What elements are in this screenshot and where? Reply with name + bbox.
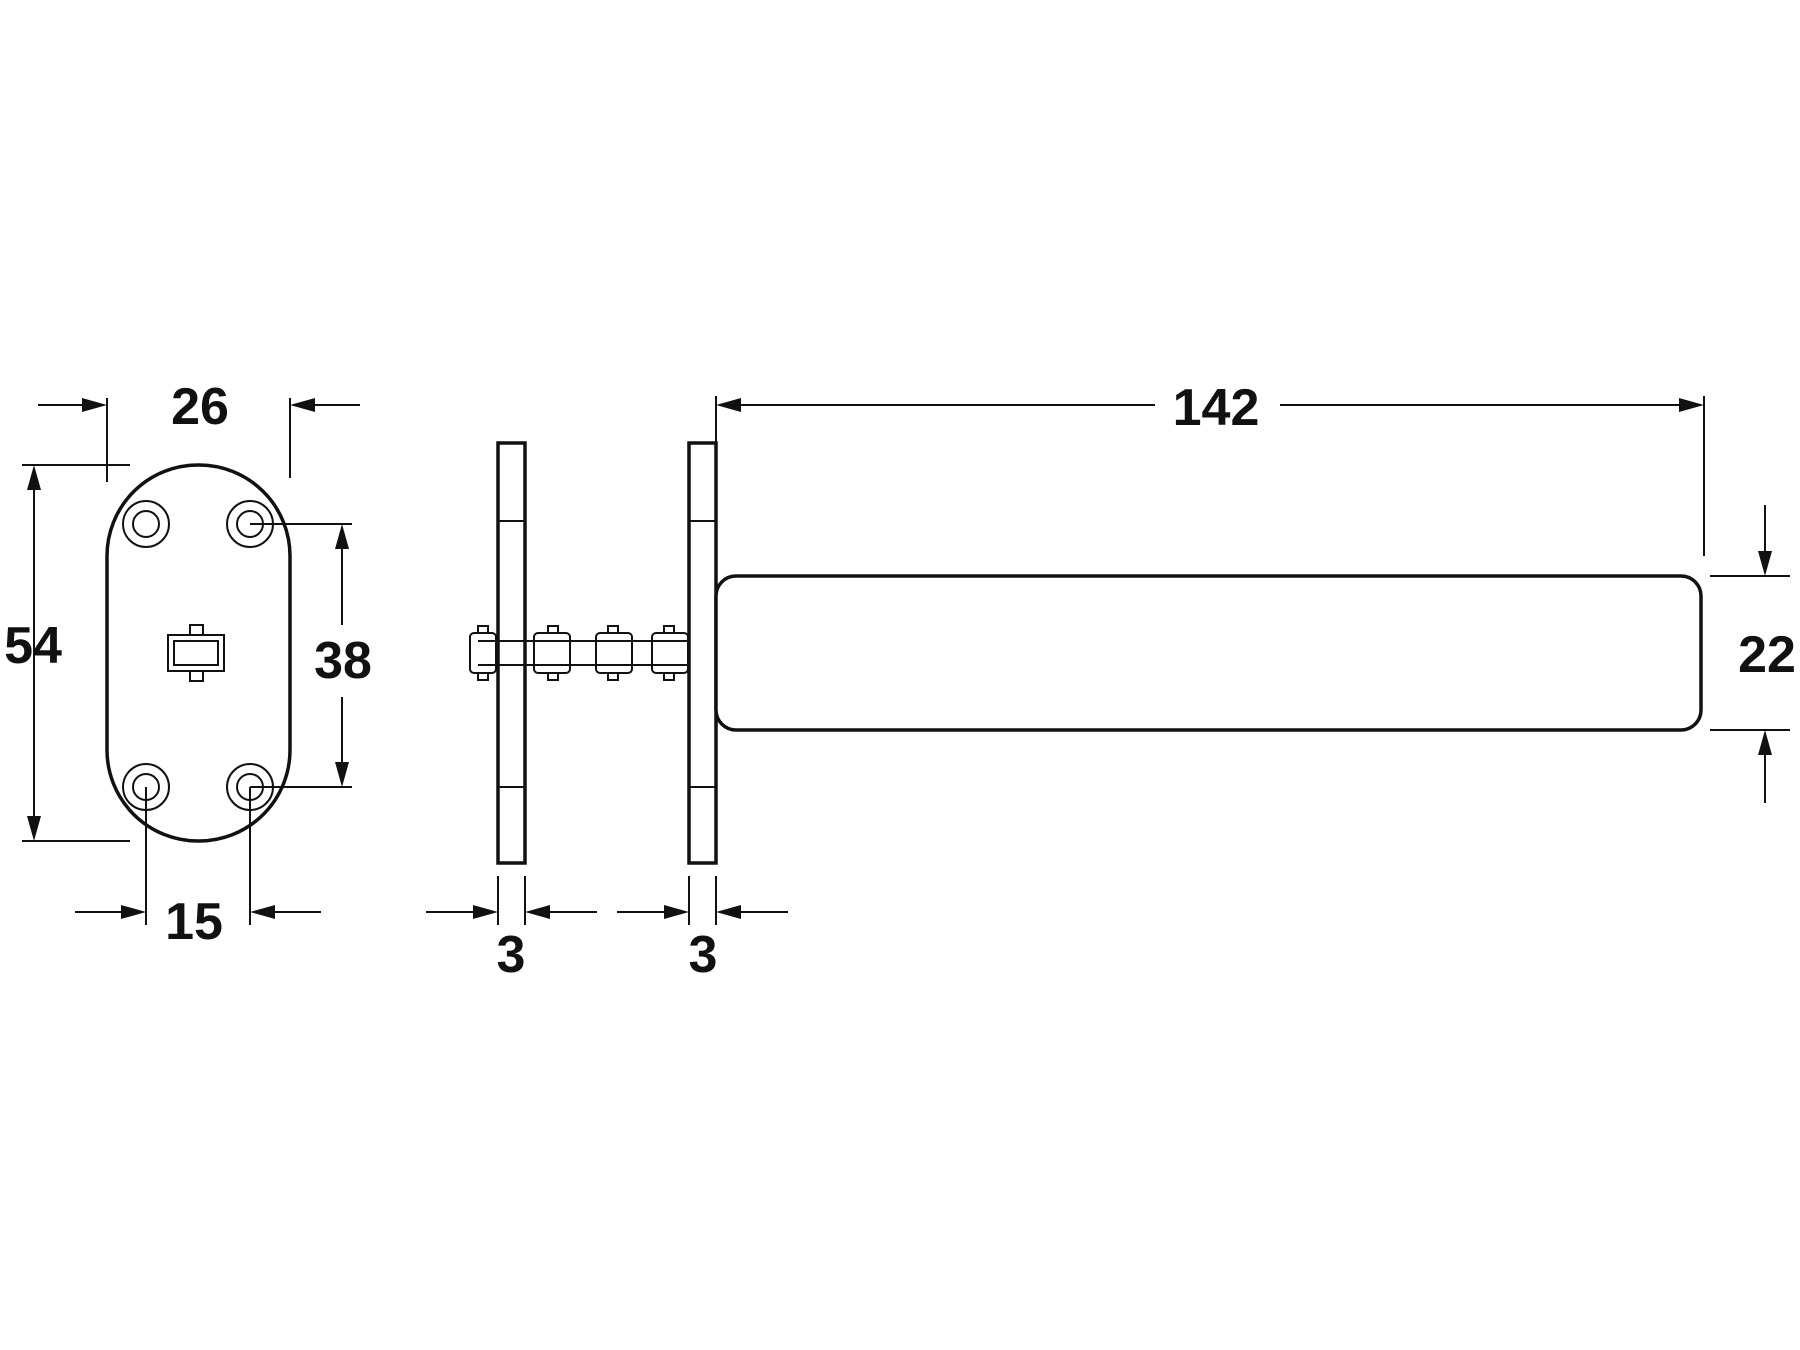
dimension-body-length: 142 bbox=[715, 379, 1705, 556]
mounting-plate-front-view bbox=[105, 463, 292, 843]
right-plate-side bbox=[687, 441, 718, 865]
oval-plate bbox=[105, 463, 292, 843]
left-plate-side bbox=[496, 441, 527, 865]
dimension-label-hole-spacing-vertical: 38 bbox=[314, 632, 372, 690]
dimension-left-plate-thickness: 3 bbox=[426, 876, 597, 984]
dimension-body-diameter: 22 bbox=[1710, 505, 1796, 803]
dimension-label-plate-width: 26 bbox=[171, 378, 229, 436]
dimension-label-body-length: 142 bbox=[1173, 379, 1260, 437]
dimension-label-plate-height: 54 bbox=[4, 617, 62, 675]
dimension-hole-spacing-horizontal: 15 bbox=[75, 787, 321, 951]
dimension-label-hole-spacing-horizontal: 15 bbox=[165, 893, 223, 951]
closer-body bbox=[714, 574, 1703, 732]
dimension-plate-width: 26 bbox=[38, 378, 360, 482]
chain-anchor-center bbox=[167, 624, 225, 682]
dimension-hole-spacing-vertical: 38 bbox=[250, 523, 372, 788]
dimension-label-right-plate-thickness: 3 bbox=[689, 926, 718, 984]
screw-hole-top-left bbox=[122, 500, 170, 548]
dimension-label-left-plate-thickness: 3 bbox=[497, 926, 526, 984]
dimension-right-plate-thickness: 3 bbox=[617, 876, 788, 984]
closer-side-view bbox=[469, 441, 1703, 865]
dimension-plate-height: 54 bbox=[4, 464, 130, 842]
chain bbox=[469, 625, 690, 681]
dimension-label-body-diameter: 22 bbox=[1738, 626, 1796, 684]
